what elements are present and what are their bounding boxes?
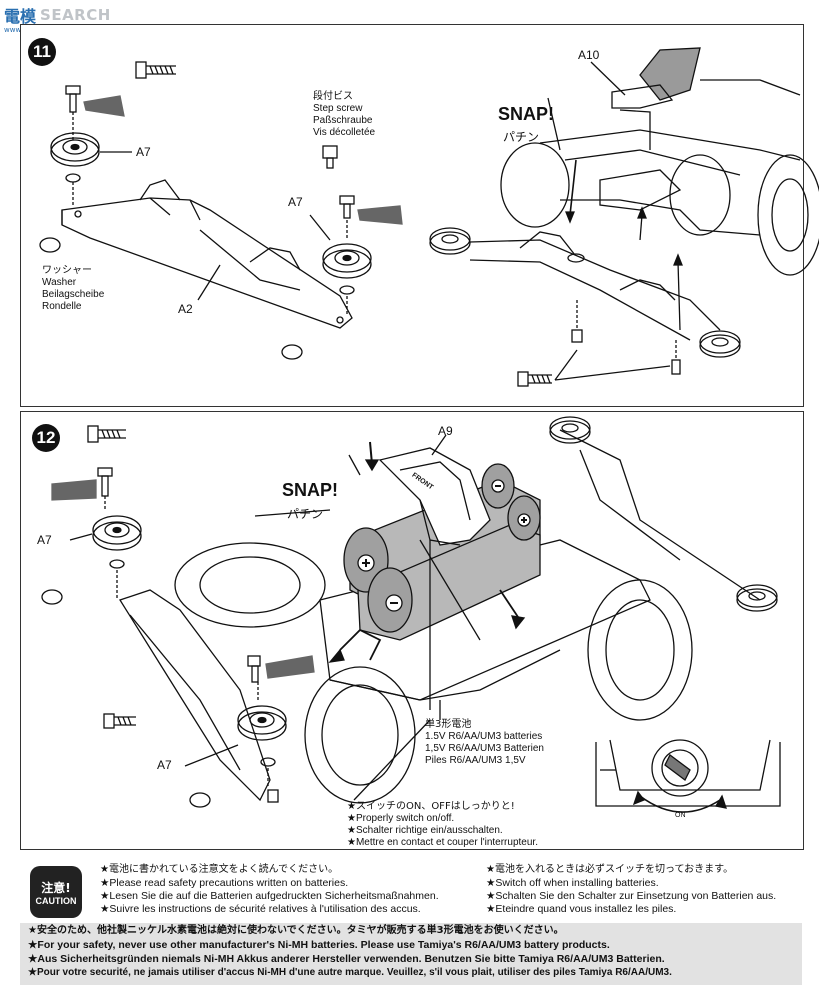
label-a7-left: A7 — [136, 145, 151, 159]
caution-badge-en: CAUTION — [35, 895, 77, 906]
label-a7-right: A7 — [288, 195, 303, 209]
step-11-panel — [20, 24, 804, 407]
step-12-number: 12 — [32, 424, 60, 452]
label-a7-bottom: A7 — [157, 758, 172, 772]
caution-badge: 注意! CAUTION — [30, 866, 82, 918]
label-a10: A10 — [578, 48, 600, 62]
snap-text-12: SNAP! — [282, 480, 339, 500]
label-a7-top: A7 — [37, 533, 52, 547]
step-11-number: 11 — [28, 38, 56, 66]
snap-jp-11: パチン — [503, 130, 540, 144]
label-a2: A2 — [178, 302, 193, 316]
watermark: 電模 SEARCH — [4, 2, 111, 28]
switch-on-label: ON — [675, 812, 686, 819]
snap-jp-12: パチン — [287, 507, 324, 521]
label-a9: A9 — [438, 424, 453, 438]
snap-text-11: SNAP! — [498, 104, 555, 124]
watermark-text: SEARCH — [40, 6, 111, 24]
watermark-logo: 電模 — [4, 7, 37, 26]
battery-warning-band — [20, 923, 802, 985]
caution-badge-jp: 注意! — [41, 880, 71, 895]
